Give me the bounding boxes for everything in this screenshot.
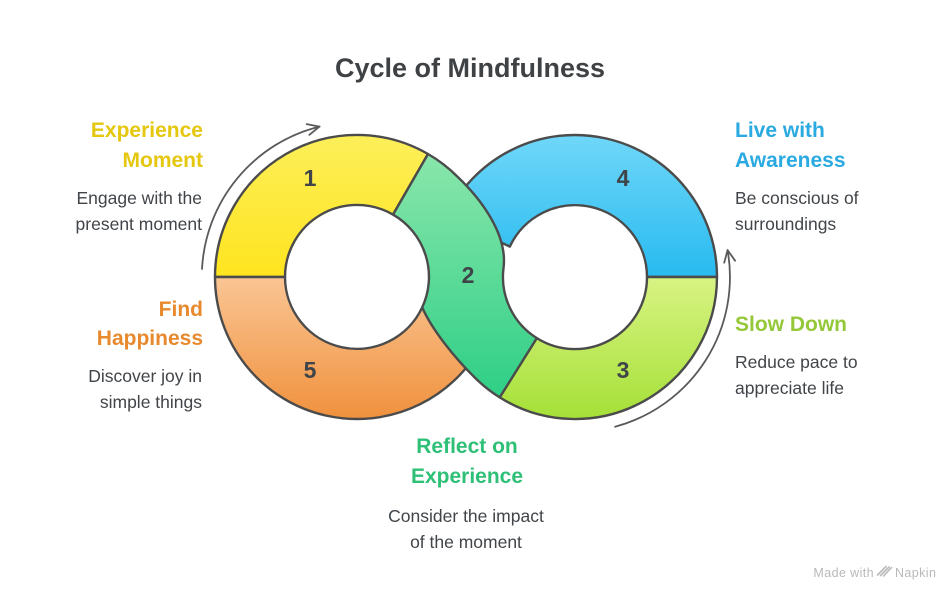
infinity-ribbon [213, 133, 719, 421]
step-5-label-line-2: Happiness [97, 327, 203, 350]
flow-arrow-left [201, 125, 321, 270]
credit-brand-text: Napkin [895, 566, 936, 580]
page-title: Cycle of Mindfulness [335, 53, 605, 83]
step-4-label-line-1: Live with [735, 119, 825, 142]
segment-2-green [391, 152, 538, 399]
step-3-number: 3 [617, 357, 630, 383]
step-2-label-line-1: Reflect on [416, 435, 518, 458]
flow-arrow-right [614, 249, 731, 428]
step-1-callout: Experience Moment Engage with the presen… [76, 119, 203, 234]
flow-arrow-left-head-icon [305, 123, 321, 136]
step-2-label-line-2: Experience [411, 465, 523, 488]
flow-arrows [201, 123, 736, 428]
step-1-desc-line-2: present moment [76, 214, 203, 234]
flow-arrow-right-head-icon [723, 249, 736, 264]
step-4-label-line-2: Awareness [735, 149, 846, 172]
step-1-label-line-2: Moment [123, 149, 204, 172]
step-4-desc-line-1: Be conscious of [735, 188, 859, 208]
segment-3-lime [498, 275, 719, 421]
step-2-callout: Reflect on Experience Consider the impac… [388, 435, 544, 552]
napkin-logo-icon [876, 565, 893, 577]
step-5-desc-line-1: Discover joy in [88, 366, 202, 386]
segment-1-yellow [213, 133, 430, 279]
step-4-callout: Live with Awareness Be conscious of surr… [735, 119, 859, 234]
step-5-number: 5 [304, 357, 317, 383]
step-2-desc-line-2: of the moment [410, 532, 522, 552]
credit-made-with-text: Made with [813, 566, 874, 580]
step-5-callout: Find Happiness Discover joy in simple th… [88, 298, 203, 412]
step-1-number: 1 [304, 165, 317, 191]
step-4-desc-line-2: surroundings [735, 214, 836, 234]
segment-numbers: 1 2 3 4 5 [304, 165, 630, 383]
step-1-desc-line-1: Engage with the [76, 188, 202, 208]
step-4-number: 4 [617, 165, 630, 191]
segment-4-blue [445, 133, 719, 279]
step-2-desc-line-1: Consider the impact [388, 506, 544, 526]
step-3-desc-line-2: appreciate life [735, 378, 844, 398]
credit-badge: Made with Napkin [813, 565, 936, 580]
step-3-desc-line-1: Reduce pace to [735, 352, 858, 372]
step-3-label-line-1: Slow Down [735, 313, 847, 336]
step-1-label-line-1: Experience [91, 119, 203, 142]
step-2-number: 2 [462, 262, 475, 288]
step-5-label-line-1: Find [159, 298, 203, 321]
step-3-callout: Slow Down Reduce pace to appreciate life [735, 313, 858, 398]
step-5-desc-line-2: simple things [100, 392, 202, 412]
